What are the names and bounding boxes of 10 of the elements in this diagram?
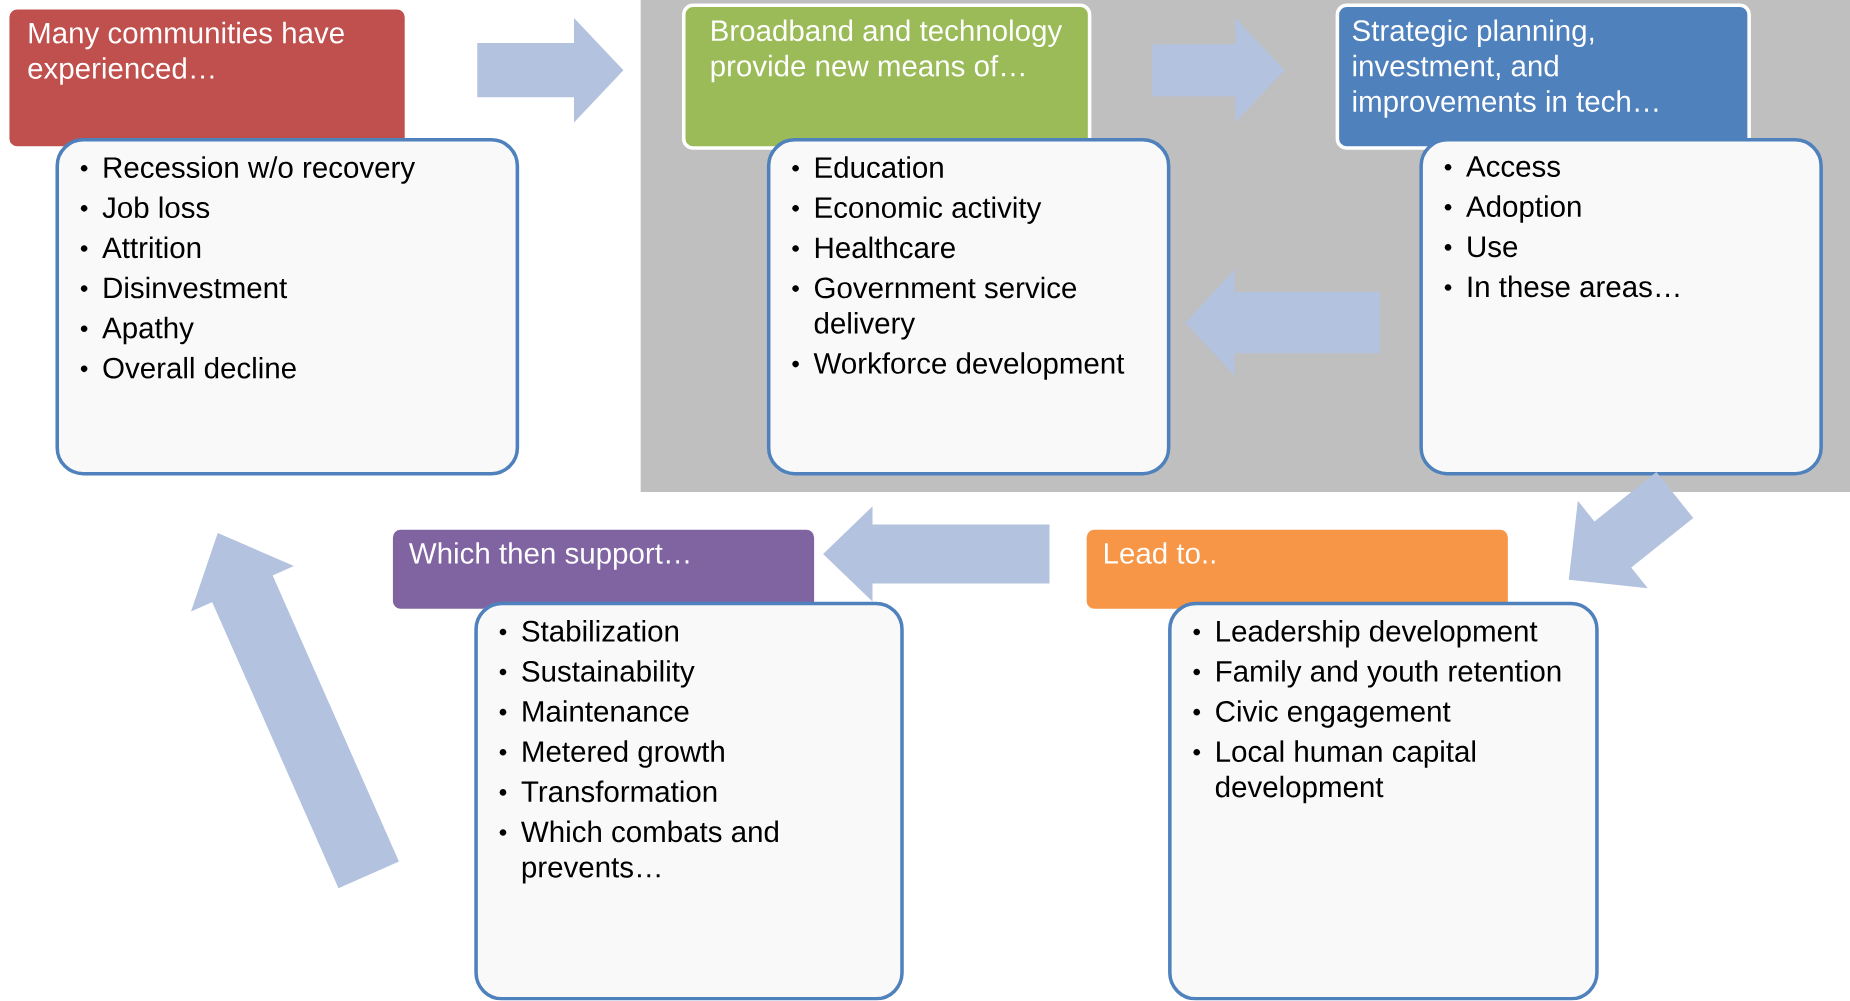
bullet-list-box: Access Adoption Use In these areas…	[1419, 138, 1823, 476]
heading-box: Broadband and technology provide new means of…	[681, 3, 1092, 151]
heading-box: Which then support…	[389, 526, 818, 613]
heading-box: Lead to..	[1083, 526, 1512, 613]
bullet-list-box: Stabilization Sustainability Maintenance Metered growth Transformation Which combats and prevents…	[474, 601, 904, 1001]
bullet-list-box: Education Economic activity Healthcare Government service delivery Workforce development	[766, 138, 1171, 476]
heading-box: Many communities have experienced…	[5, 6, 409, 151]
bullet-list-box: Leadership development Family and youth retention Civic engagement Local human capital development	[1168, 601, 1599, 1001]
heading-box: Strategic planning, investment, and improvements in tech…	[1335, 3, 1751, 151]
bullet-list-box: Recession w/o recovery Job loss Attrition Disinvestment Apathy Overall decline	[55, 138, 520, 476]
